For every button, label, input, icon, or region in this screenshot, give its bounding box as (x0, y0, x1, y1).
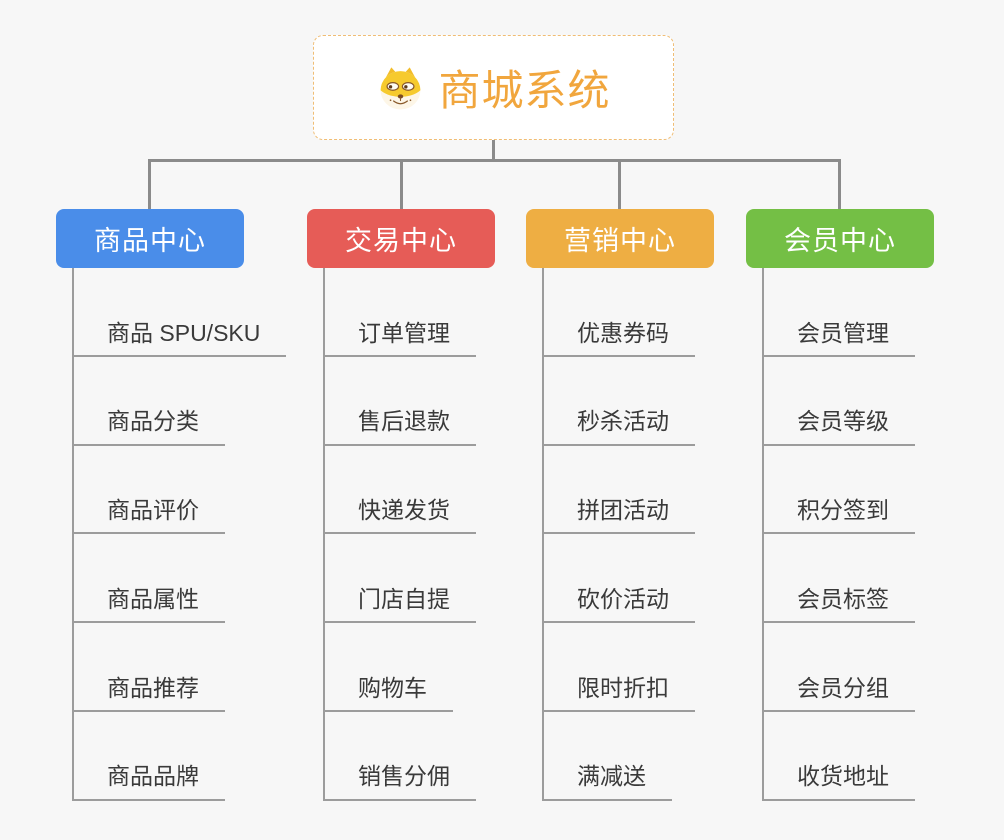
leaf-label: 门店自提 (325, 586, 476, 624)
leaf-node[interactable]: 收货地址 (764, 712, 1004, 801)
leaf-node[interactable]: 会员等级 (764, 357, 1004, 446)
leaf-node[interactable]: 商品品牌 (74, 712, 314, 801)
leaf-node[interactable]: 售后退款 (325, 357, 565, 446)
leaf-label: 快递发货 (325, 497, 476, 535)
leaf-label: 会员等级 (764, 409, 915, 446)
leaf-label: 商品属性 (74, 586, 225, 624)
branch-node-trade-center[interactable]: 交易中心 (307, 209, 495, 268)
leaf-label: 限时折扣 (544, 675, 695, 712)
branch-label: 营销中心 (564, 226, 676, 256)
leaf-node[interactable]: 销售分佣 (325, 712, 565, 801)
leaf-label: 售后退款 (325, 409, 476, 446)
dog-face-icon (381, 66, 421, 109)
leaf-label: 商品分类 (74, 409, 225, 446)
branch-node-member-center[interactable]: 会员中心 (746, 209, 934, 268)
leaf-node[interactable]: 订单管理 (325, 268, 565, 357)
leaf-label: 收货地址 (764, 764, 915, 801)
leaf-node[interactable]: 砍价活动 (544, 534, 784, 624)
leaf-node[interactable]: 商品推荐 (74, 623, 314, 712)
leaf-label: 优惠券码 (544, 320, 695, 357)
leaf-node[interactable]: 快递发货 (325, 446, 565, 535)
leaf-node[interactable]: 限时折扣 (544, 623, 784, 712)
leaf-label: 商品推荐 (74, 675, 225, 712)
leaf-node[interactable]: 会员管理 (764, 268, 1004, 357)
leaf-label: 商品评价 (74, 497, 225, 535)
leaf-node[interactable]: 门店自提 (325, 534, 565, 624)
root-title: 商城系统 (438, 67, 611, 114)
leaf-label: 商品 SPU/SKU (74, 320, 287, 357)
branch-node-product-center[interactable]: 商品中心 (56, 209, 244, 268)
leaf-label: 订单管理 (325, 320, 476, 357)
connector-drop-marketing (618, 159, 621, 210)
leaf-node[interactable]: 满减送 (544, 712, 784, 801)
leaf-node[interactable]: 商品分类 (74, 357, 314, 446)
connector-drop-product (148, 159, 151, 210)
leaf-node[interactable]: 秒杀活动 (544, 357, 784, 446)
leaf-label: 拼团活动 (544, 497, 695, 535)
leaf-node[interactable]: 拼团活动 (544, 446, 784, 535)
leaf-label: 满减送 (544, 764, 672, 801)
leaf-node[interactable]: 会员分组 (764, 623, 1004, 712)
connector-drop-member (838, 159, 841, 210)
leaf-label: 会员分组 (764, 675, 915, 712)
connector-stem (492, 140, 495, 161)
leaf-node[interactable]: 优惠券码 (544, 268, 784, 357)
leaf-node[interactable]: 购物车 (325, 623, 565, 712)
branch-label: 交易中心 (345, 226, 457, 256)
connector-bus (148, 159, 841, 162)
branch-column-trade: 订单管理 售后退款 快递发货 门店自提 购物车 销售分佣 (323, 268, 565, 801)
leaf-label: 积分签到 (764, 497, 915, 535)
leaf-node[interactable]: 商品评价 (74, 446, 314, 535)
leaf-label: 会员管理 (764, 320, 915, 357)
leaf-node[interactable]: 商品属性 (74, 534, 314, 624)
leaf-node[interactable]: 商品 SPU/SKU (74, 268, 314, 357)
branch-column-product: 商品 SPU/SKU 商品分类 商品评价 商品属性 商品推荐 商品品牌 (72, 268, 314, 801)
leaf-label: 购物车 (325, 675, 453, 712)
connector-drop-trade (400, 159, 403, 210)
branch-label: 会员中心 (784, 226, 896, 256)
branch-node-marketing-center[interactable]: 营销中心 (526, 209, 714, 268)
leaf-label: 商品品牌 (74, 764, 225, 801)
leaf-node[interactable]: 积分签到 (764, 446, 1004, 535)
leaf-node[interactable]: 会员标签 (764, 534, 1004, 624)
leaf-label: 会员标签 (764, 586, 915, 624)
leaf-label: 秒杀活动 (544, 409, 695, 446)
leaf-label: 砍价活动 (544, 586, 695, 624)
leaf-label: 销售分佣 (325, 764, 476, 801)
root-node[interactable]: 商城系统 (313, 35, 674, 140)
branch-label: 商品中心 (94, 226, 206, 256)
branch-column-marketing: 优惠券码 秒杀活动 拼团活动 砍价活动 限时折扣 满减送 (542, 268, 784, 801)
branch-column-member: 会员管理 会员等级 积分签到 会员标签 会员分组 收货地址 (762, 268, 1004, 801)
